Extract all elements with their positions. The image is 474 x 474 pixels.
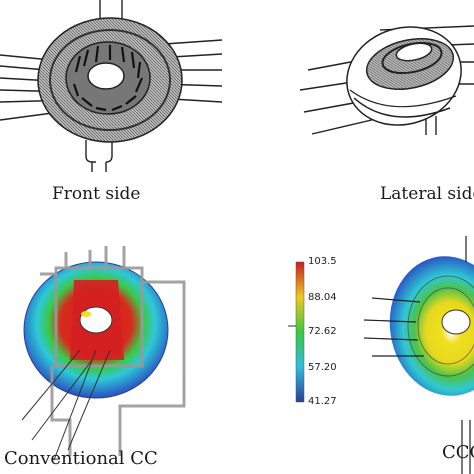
caption-front-side: Front side [52,184,141,204]
lateral-side-coil-drawing [299,25,474,135]
colorbar-tick-label: 41.27 [308,396,337,407]
caption-conventional-cc: Conventional CC [4,448,158,469]
caption-lateral-side: Lateral side [380,184,474,204]
colorbar-tick-label: 88.04 [308,292,337,303]
colorbar-tick-label: 103.5 [308,256,337,267]
colorbar [288,261,305,403]
caption-ccc: CCC [442,442,474,463]
colorbar-tick-label: 72.62 [308,326,337,337]
conventional-cc-heatmap [21,246,186,461]
ccc-heatmap [363,236,474,474]
colorbar-tick-label: 57.20 [308,362,337,373]
front-side-coil-drawing [0,0,223,172]
